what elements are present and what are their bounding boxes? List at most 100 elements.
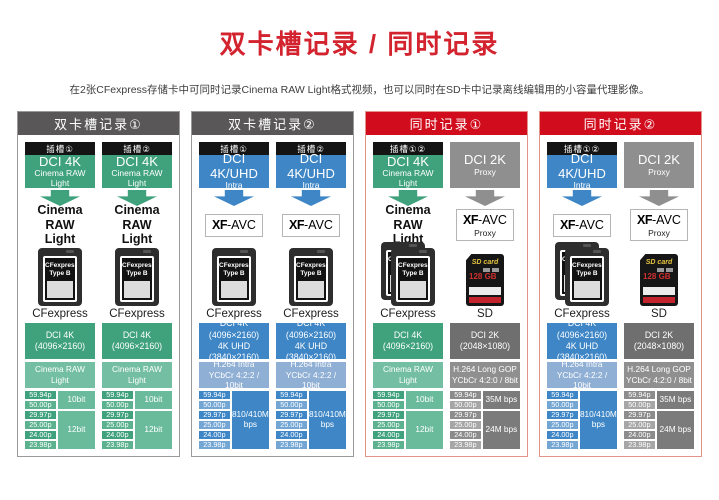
framerate-group: 59.94p 50.00p 10bit [102, 391, 172, 409]
cfexpress-card-icon: CFexpress Type B [289, 248, 333, 306]
codec-line2: Light [44, 232, 76, 247]
panel-title: 双卡槽记录① [18, 112, 179, 135]
framerate: 50.00p [624, 401, 655, 409]
format-line2: Intra [302, 180, 320, 191]
framerate-table: 59.94p 50.00p 29.97p 25.00p 24.00p 23.98… [547, 391, 617, 449]
resolution-line2: 4K UHD (3840×2160) [285, 341, 337, 363]
format-line1: DCI 2K [638, 151, 680, 167]
encoding-box: H.264 Intra YCbCr 4:2:2 / 10bit [276, 358, 346, 390]
framerate: 23.98p [276, 441, 307, 449]
encoding-box: Cinema RAW Light [373, 362, 443, 388]
framerate: 25.00p [276, 421, 307, 429]
encoding-box: Cinema RAW Light [102, 362, 172, 388]
resolution-line2: (4096×2160) [382, 341, 434, 351]
format-box: DCI 4K/UHD Intra [276, 151, 346, 191]
bitrate-cell: 35M bps [656, 391, 694, 409]
page-title: 双卡槽记录 / 同时记录 [219, 29, 500, 59]
format-line1: DCI 4K [387, 153, 429, 169]
bitdepth-cell: 12bit [134, 411, 172, 449]
logo-rest: -AVC [478, 212, 507, 227]
format-line2: Proxy [648, 166, 670, 177]
codec-area: Cinema RAW Light [25, 203, 95, 246]
panel-columns: 插槽①② DCI 4K Cinema RAW Light Cinema RAW … [366, 135, 527, 456]
framerate-list: 29.97p 25.00p 24.00p 23.98p [450, 411, 481, 449]
resolution-line2: (2048×1080) [633, 341, 685, 351]
codec-line1: Cinema RAW [385, 203, 431, 232]
encoding-line1: Cinema RAW [112, 364, 162, 375]
framerate-table: 59.94p 50.00p 29.97p 25.00p 24.00p 23.98… [199, 391, 269, 449]
cfexpress-card-sticker: CFexpress Type B [294, 256, 328, 302]
framerate-list: 59.94p 50.00p 29.97p 25.00p 24.00p 23.98… [547, 391, 578, 449]
framerate: 25.00p [25, 421, 56, 429]
framerate: 25.00p [199, 421, 230, 429]
slot-label: 插槽② [102, 142, 172, 155]
framerate: 25.00p [373, 421, 404, 429]
logo-bold: XF [560, 217, 576, 232]
card-text-line1: CFexpress [398, 262, 430, 269]
framerate-list: 29.97p 25.00p 24.00p 23.98p [102, 411, 133, 449]
framerate: 25.00p [624, 421, 655, 429]
format-line1: DCI 4K/UHD [287, 151, 335, 181]
encoding-line1: H.264 Intra [561, 358, 603, 369]
framerate-list: 29.97p 25.00p 24.00p 23.98p [373, 411, 404, 449]
resolution-line1: DCI 2K [644, 329, 674, 340]
framerate: 24.00p [276, 431, 307, 439]
bitdepth-cell: 12bit [57, 411, 95, 449]
sd-card-stripe [469, 297, 501, 303]
card-zone: CFexpress Type B CFexpress [373, 242, 443, 306]
xf-avc-proxy-logo: XF-AVC Proxy [456, 208, 514, 242]
panel-simul-1: 同时记录① 插槽①② DCI 4K Cinema RAW Light Cinem… [365, 111, 528, 457]
card-blank-area [574, 281, 600, 298]
sd-card-capacity: 128 GB [469, 272, 497, 281]
cfexpress-card-sticker: CFexpress Type B [120, 256, 154, 302]
card-text-line1: CFexpress [572, 262, 604, 269]
framerate-table: 59.94p 50.00p 10bit 29.97p 25.00p 24.00p… [25, 391, 95, 449]
card-label: CFexpress [554, 308, 610, 320]
bitrate-cell: 810/410M bps [579, 391, 617, 449]
framerate-group: 59.94p 50.00p 35M bps [450, 391, 520, 409]
sd-card-icon: SD card 128 GB [466, 254, 504, 306]
framerate-list: 29.97p 25.00p 24.00p 23.98p [624, 411, 655, 449]
format-box: DCI 4K/UHD Intra [199, 151, 269, 190]
encoding-line1: Cinema RAW [383, 364, 433, 375]
framerate-table: 59.94p 50.00p 29.97p 25.00p 24.00p 23.98… [276, 391, 346, 449]
format-line1: DCI 2K [464, 151, 506, 167]
framerate: 59.94p [373, 391, 404, 399]
framerate: 24.00p [547, 431, 578, 439]
bitrate-cell: 24M bps [656, 411, 694, 449]
card-zone: SD card 128 GB [624, 242, 694, 306]
format-line2: Cinema RAW Light [382, 168, 434, 188]
panel-columns: 插槽①② DCI 4K/UHD Intra XF-AVC [540, 135, 701, 456]
format-line1: DCI 4K [39, 153, 81, 169]
resolution-box: DCI 2K (2048×1080) [624, 323, 694, 359]
slot-column-1: 插槽① DCI 4K/UHD Intra XF-AVC [199, 142, 269, 449]
arrow-down-icon [465, 190, 505, 206]
encoding-line1: Cinema RAW [35, 364, 85, 375]
framerate: 59.94p [25, 391, 56, 399]
slot-label: 插槽①② [373, 142, 443, 155]
encoding-line1: H.264 Intra [290, 358, 332, 369]
codec-area: Cinema RAW Light [373, 203, 443, 246]
framerate-table: 59.94p 50.00p 35M bps 29.97p 25.00p 24.0… [450, 391, 520, 449]
resolution-line1: DCI 4K (4096×2160) [208, 318, 260, 340]
panel-dual-slot-1: 双卡槽记录① 插槽① DCI 4K Cinema RAW Light Cinem… [17, 111, 180, 457]
panel-title: 双卡槽记录② [192, 112, 353, 135]
framerate: 24.00p [102, 431, 133, 439]
slot-column-2: 插槽② DCI 4K/UHD Intra XF-AVC [276, 142, 346, 449]
panel-columns: 插槽① DCI 4K Cinema RAW Light Cinema RAW L… [18, 135, 179, 456]
card-zone: CFexpress Type B [102, 242, 172, 306]
resolution-line1: DCI 4K [45, 329, 75, 340]
cfexpress-card-sticker: CFexpress Type B [43, 256, 77, 302]
framerate: 29.97p [276, 411, 307, 419]
encoding-line2: YCbCr 4:2:2 / 10bit [208, 369, 260, 391]
framerate-list: 59.94p 50.00p [102, 391, 133, 409]
bitrate-cell: 810/410M bps [231, 391, 269, 449]
framerate-list: 59.94p 50.00p 29.97p 25.00p 24.00p 23.98… [276, 391, 307, 449]
xf-avc-logo: XF-AVC [282, 213, 340, 237]
panel-simul-2: 同时记录② 插槽①② DCI 4K/UHD Intra XF-AVC [539, 111, 702, 457]
logo-rest: -AVC [652, 212, 681, 227]
format-line2: Cinema RAW Light [111, 168, 163, 188]
framerate-group: 29.97p 25.00p 24.00p 23.98p 12bit [373, 411, 443, 449]
framerate: 24.00p [199, 431, 230, 439]
